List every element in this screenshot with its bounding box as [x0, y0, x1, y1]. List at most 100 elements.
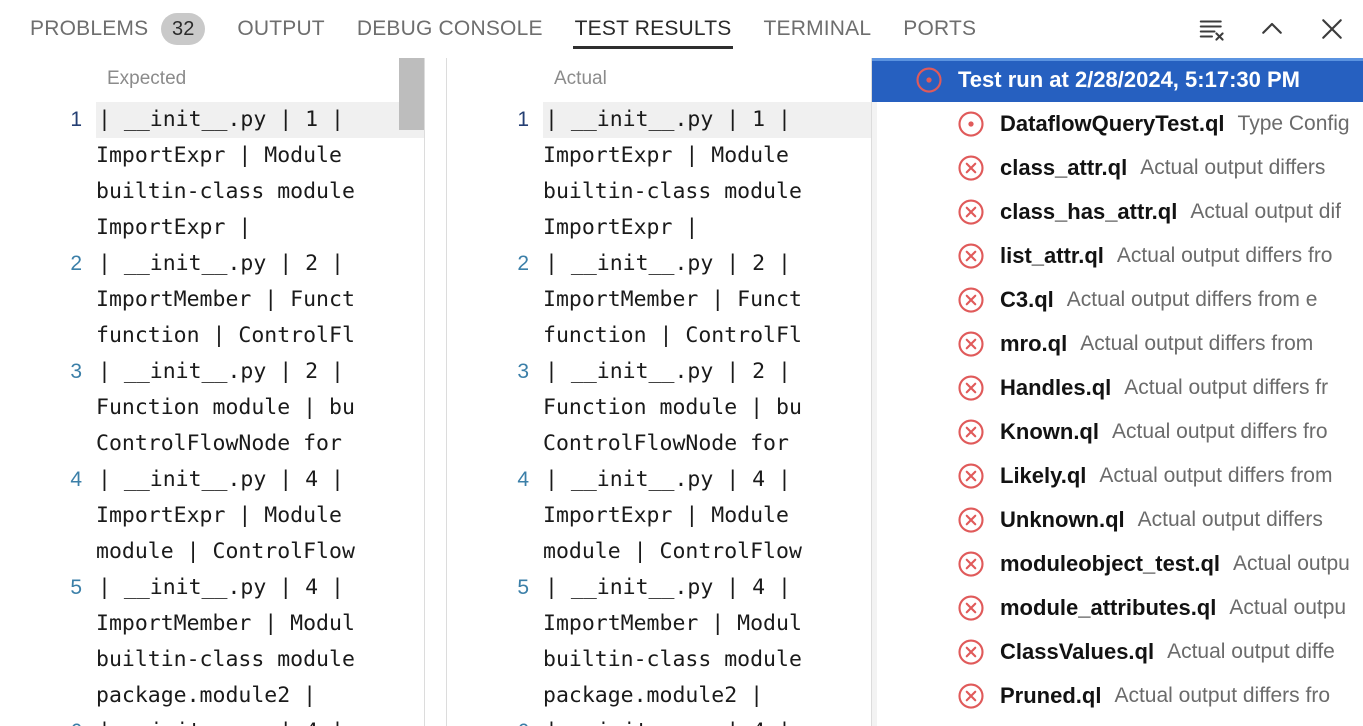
code-line[interactable]: 5 | __init__.py | 4 | — [0, 570, 425, 606]
tab-problems[interactable]: PROBLEMS 32 — [14, 0, 221, 58]
expected-code-area[interactable]: 1| __init__.py | 1 | ImportExpr | Module b… — [0, 102, 425, 726]
line-number: 6 — [0, 714, 96, 726]
test-name-label: module_attributes.ql — [1000, 595, 1217, 620]
test-name-label: Handles.ql — [1000, 375, 1112, 400]
line-number: 4 — [70, 468, 82, 491]
line-text-wrapped: package.module2 | — [543, 683, 764, 708]
actual-code-area[interactable]: 1| __init__.py | 1 | ImportExpr | Module b… — [447, 102, 872, 726]
test-result-item[interactable]: class_has_attr.ql Actual output dif — [872, 190, 1363, 234]
code-line[interactable]: 6| __init__.py | 4 | — [447, 714, 872, 726]
test-name-label: list_attr.ql — [1000, 243, 1104, 268]
test-description-label: Actual output differs fro — [1111, 420, 1328, 443]
test-name-label: Likely.ql — [1000, 463, 1087, 488]
expected-output-pane[interactable]: Expected 1| __init__.py | 1 |ImportExpr … — [0, 58, 425, 726]
code-line[interactable]: 2| __init__.py | 2 | — [447, 246, 872, 282]
line-text-wrapped: Function module | bu — [96, 395, 355, 420]
line-text-wrapped: builtin-class module — [96, 179, 355, 204]
tab-label: PROBLEMS — [30, 17, 149, 40]
tab-test-results[interactable]: TEST RESULTS — [559, 0, 748, 58]
test-description-label: Actual output differs from — [1099, 464, 1333, 487]
test-description-label: Actual output differs from — [1080, 332, 1314, 355]
line-text-wrapped: Function module | bu — [543, 395, 802, 420]
line-text-wrapped: ImportExpr | Module — [96, 503, 342, 528]
pane-divider-2 — [446, 58, 447, 726]
code-line[interactable]: 2| __init__.py | 2 | — [0, 246, 425, 282]
test-name-label: class_has_attr.ql — [1000, 199, 1178, 224]
test-result-item[interactable]: moduleobject_test.ql Actual outpu — [872, 542, 1363, 586]
tab-debug-console[interactable]: DEBUG CONSOLE — [341, 0, 559, 58]
expected-scrollbar[interactable] — [399, 58, 425, 726]
tab-terminal[interactable]: TERMINAL — [747, 0, 887, 58]
code-line[interactable]: 4| __init__.py | 4 | — [447, 462, 872, 498]
line-number: 5 — [517, 576, 529, 599]
line-text-wrapped: builtin-class module — [543, 179, 802, 204]
line-number: 3 — [70, 360, 82, 383]
test-run-icon — [914, 65, 944, 95]
line-text: | __init__.py | 1 | — [96, 102, 425, 138]
line-text: | __init__.py | 4 | — [543, 714, 872, 726]
tab-label: TERMINAL — [763, 17, 872, 40]
code-line[interactable]: 4| __init__.py | 4 | — [0, 462, 425, 498]
line-text-wrapped: function | ControlFl — [543, 323, 802, 348]
line-text: | __init__.py | 2 | — [98, 359, 344, 384]
test-result-item[interactable]: Likely.ql Actual output differs from — [872, 454, 1363, 498]
line-text-wrapped: ControlFlowNode for — [96, 431, 342, 456]
line-text: | __init__.py | 1 | — [543, 102, 872, 138]
tab-output[interactable]: OUTPUT — [221, 0, 341, 58]
line-number: 5 — [70, 576, 82, 599]
error-icon — [956, 593, 986, 623]
code-line[interactable]: 1| __init__.py | 1 | — [0, 102, 425, 138]
close-icon[interactable] — [1315, 12, 1349, 46]
code-line[interactable]: 5| __init__.py | 4 | — [447, 570, 872, 606]
active-tab-underline — [572, 46, 734, 49]
expected-scrollbar-thumb[interactable] — [399, 58, 425, 130]
code-line[interactable]: 1| __init__.py | 1 | — [447, 102, 872, 138]
test-run-root-item[interactable]: Test run at 2/28/2024, 5:17:30 PM — [872, 58, 1363, 102]
line-text: | __init__.py | 4 | — [545, 467, 791, 492]
error-icon — [956, 153, 986, 183]
test-description-label: Actual output differs — [1137, 508, 1323, 531]
tree-edge — [872, 58, 877, 726]
line-number: 6 — [447, 714, 543, 726]
line-text-wrapped: ImportExpr | Module — [543, 143, 789, 168]
test-description-label: Actual output dif — [1190, 200, 1341, 223]
code-line[interactable]: 3| __init__.py | 2 | — [447, 354, 872, 390]
line-text-wrapped: ImportExpr | — [543, 215, 699, 240]
code-line[interactable]: 6| __init__.py | 4 | — [0, 714, 425, 726]
test-name-label: moduleobject_test.ql — [1000, 551, 1221, 576]
actual-pane-title: Actual — [554, 68, 607, 89]
error-icon — [956, 505, 986, 535]
tab-ports[interactable]: PORTS — [887, 0, 992, 58]
code-line[interactable]: 3 | __init__.py | 2 | — [0, 354, 425, 390]
chevron-up-icon[interactable] — [1255, 12, 1289, 46]
problems-count-badge: 32 — [161, 13, 206, 45]
actual-output-pane[interactable]: Actual 1| __init__.py | 1 | ImportExpr | … — [447, 58, 872, 726]
panel-actions — [1195, 0, 1349, 58]
line-text-wrapped: ImportExpr | Module — [543, 503, 789, 528]
line-text: | __init__.py | 4 | — [98, 575, 344, 600]
line-text: | __init__.py | 2 | — [98, 251, 344, 276]
tab-label: OUTPUT — [237, 17, 325, 40]
test-description-label: Actual output diffe — [1167, 640, 1335, 663]
test-description-label: Actual outpu — [1233, 552, 1350, 575]
pane-divider-3 — [871, 58, 872, 726]
line-text-wrapped: builtin-class module — [543, 647, 802, 672]
clear-output-icon[interactable] — [1195, 12, 1229, 46]
test-description-label: Actual output differs from e — [1066, 288, 1318, 311]
selection-focus-border — [872, 58, 1363, 61]
error-icon — [956, 329, 986, 359]
